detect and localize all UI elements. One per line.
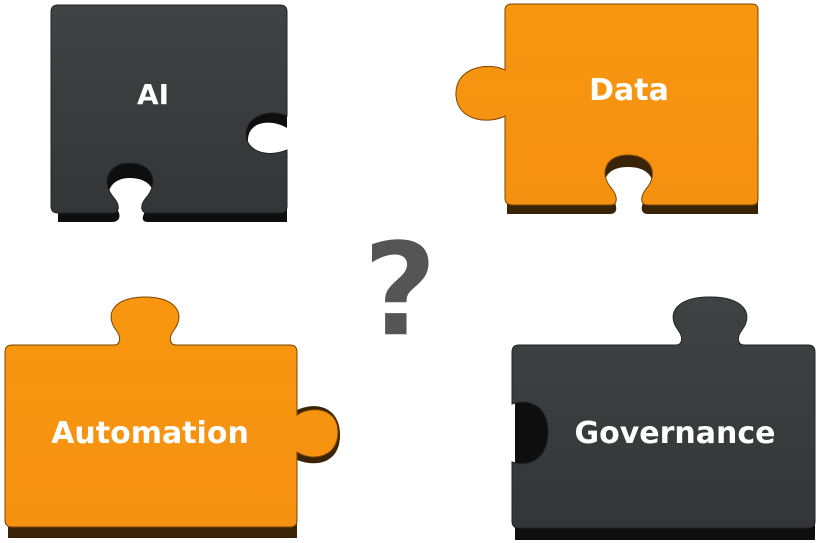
puzzle-piece-ai: AI	[50, 4, 288, 222]
piece-governance-body	[511, 296, 816, 529]
piece-ai-label: AI	[137, 78, 169, 111]
question-mark-icon: ?	[362, 214, 437, 366]
puzzle-piece-governance: Governance	[511, 296, 816, 540]
piece-automation-body	[4, 296, 339, 528]
piece-ai-body	[50, 4, 288, 214]
piece-governance-label: Governance	[574, 416, 775, 451]
puzzle-piece-automation: Automation	[4, 296, 340, 538]
piece-data-label: Data	[589, 73, 669, 108]
piece-automation-label: Automation	[51, 416, 249, 451]
puzzle-piece-data: Data	[455, 3, 759, 214]
piece-data-body	[455, 3, 759, 206]
